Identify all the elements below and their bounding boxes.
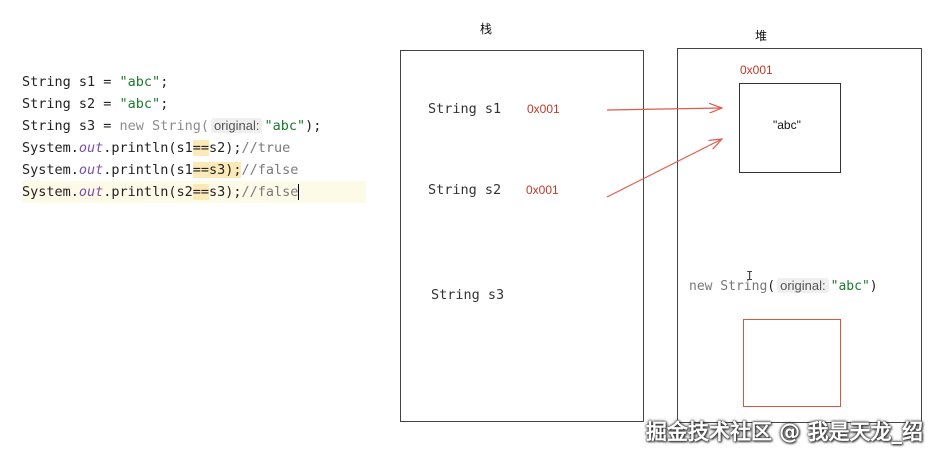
keyword-new: new String(: [119, 118, 209, 134]
stack-var-s2: String s2: [428, 182, 502, 198]
watermark: 掘金技术社区 @ 我是天龙_绍: [645, 420, 923, 444]
stack-var-s1: String s1: [428, 101, 502, 117]
string-literal: "abc": [264, 118, 306, 134]
field-out: out: [78, 184, 104, 200]
stack-var-s3: String s3: [431, 287, 505, 303]
code-text: ;: [160, 74, 169, 90]
code-text: String s3 =: [22, 118, 120, 134]
code-text: System.: [22, 184, 79, 200]
heap-addr: 0x001: [740, 63, 773, 77]
code-text: System.: [22, 140, 79, 156]
code-line-5: System.out.println(s1==s3);//false: [22, 159, 366, 181]
field-out: out: [78, 140, 104, 156]
stack-addr-s1: 0x001: [527, 102, 560, 116]
paren-open: (: [767, 279, 776, 294]
code-text: ;: [160, 96, 169, 112]
code-text: .println(s1: [103, 162, 193, 178]
code-text: s2);: [208, 140, 242, 156]
keyword-new: new String: [689, 279, 768, 294]
code-block: String s1 = "abc"; String s2 = "abc"; St…: [22, 71, 366, 203]
arrow-s1-to-abc: [606, 108, 722, 110]
code-line-2: String s2 = "abc";: [22, 93, 366, 115]
code-text: String s1 =: [22, 74, 120, 90]
heap-title: 堆: [755, 29, 768, 43]
string-pool-box: [739, 83, 841, 173]
stack-title: 栈: [480, 22, 493, 36]
arrow-s2-to-abc: [606, 139, 722, 198]
operator-highlight: ==: [192, 162, 209, 178]
code-text: .println(s2: [103, 184, 193, 200]
operator-highlight: ==: [192, 140, 209, 156]
code-line-6[interactable]: System.out.println(s2==s3);//false: [22, 181, 366, 203]
code-line-4: System.out.println(s1==s2);//true: [22, 137, 366, 159]
code-line-1: String s1 = "abc";: [22, 71, 366, 93]
comment: //false: [241, 184, 299, 200]
field-out: out: [78, 162, 104, 178]
comment: //false: [241, 162, 299, 178]
heap-new-string-expr: new String(original:"abc"): [689, 278, 878, 294]
parameter-hint: original:: [210, 118, 263, 133]
code-text: System.: [22, 162, 79, 178]
new-string-object-box: [743, 319, 841, 407]
code-text: s3);: [208, 162, 242, 178]
code-text: s3);: [208, 184, 242, 200]
operator-highlight: ==: [192, 184, 209, 200]
string-literal: "abc": [830, 279, 870, 294]
string-literal: "abc": [119, 96, 161, 112]
stack-panel: [400, 50, 644, 422]
heap-abc-value: "abc": [773, 118, 801, 132]
mouse-cursor-icon: I: [746, 269, 754, 283]
code-text: );: [305, 118, 322, 134]
string-literal: "abc": [119, 74, 161, 90]
code-text: .println(s1: [103, 140, 193, 156]
stack-addr-s2: 0x001: [526, 183, 559, 197]
code-line-3: String s3 = new String(original:"abc");: [22, 115, 366, 137]
comment: //true: [241, 140, 291, 156]
paren-close: ): [869, 279, 878, 294]
text-caret: [298, 184, 300, 200]
code-text: String s2 =: [22, 96, 120, 112]
parameter-hint: original:: [777, 278, 829, 293]
